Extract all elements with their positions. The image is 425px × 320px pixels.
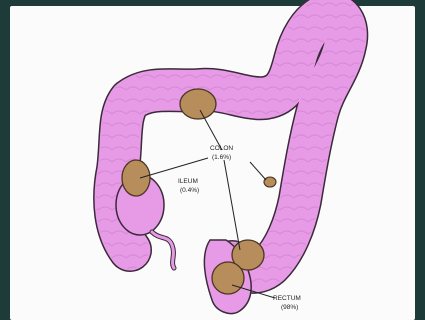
label-ileum-pct: (0.4%) — [180, 187, 199, 194]
leader-small-lesion — [250, 162, 266, 180]
leader-ileum — [140, 158, 208, 178]
label-colon: COLON — [210, 145, 233, 152]
lesion-colon — [180, 89, 216, 119]
lesion-ileum — [122, 160, 150, 196]
label-rectum: RECTUM — [273, 295, 301, 302]
label-ileum: ILEUM — [178, 178, 198, 185]
leader-colon — [200, 110, 222, 150]
label-rectum-pct: (98%) — [281, 304, 298, 311]
label-colon-pct: (1.6%) — [212, 154, 231, 161]
leader-colon-down — [224, 160, 240, 250]
lesion-rectum-lower — [212, 262, 244, 294]
lesion-small — [264, 177, 276, 187]
